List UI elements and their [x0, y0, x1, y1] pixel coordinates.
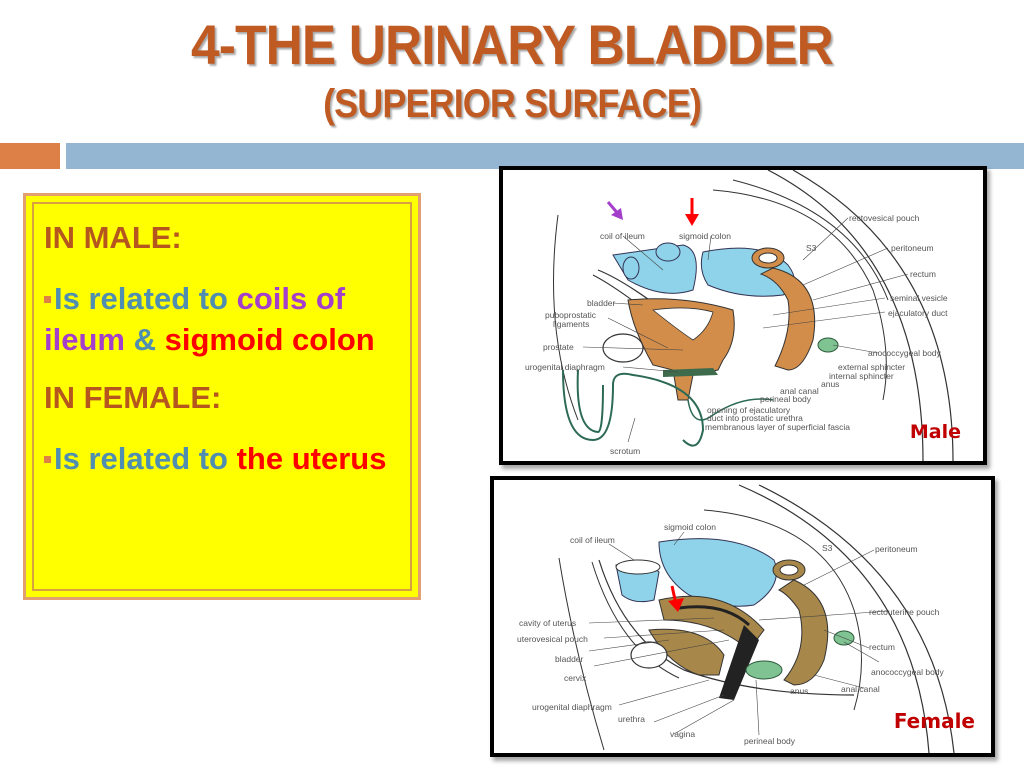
slide-title: 4-THE URINARY BLADDER	[191, 13, 834, 76]
male-point-text-1: Is related to	[54, 281, 237, 316]
label-anal-canal: anal canal	[780, 386, 819, 396]
male-heading: IN MALE:	[44, 220, 182, 255]
label-membranous-layer: membranous layer of superficial fascia	[705, 422, 850, 432]
label-bladder: bladder	[587, 298, 616, 308]
label-cervix: cervix	[564, 673, 587, 683]
label-prostatic-urethra: duct into prostatic urethra	[707, 413, 803, 423]
label-internal-sphincter: internal sphincter	[829, 371, 894, 381]
label-perineal-body: perineal body	[744, 736, 796, 746]
bullet-icon	[44, 456, 51, 463]
label-coil-of-ileum: coil of ileum	[600, 231, 645, 241]
label-sigmoid-colon: sigmoid colon	[664, 522, 716, 532]
label-peritoneum: peritoneum	[891, 243, 934, 253]
info-box: IN MALE: Is related to coils of ileum & …	[23, 193, 421, 600]
label-coil-of-ileum: coil of ileum	[570, 535, 615, 545]
label-ejaculatory-duct: ejaculatory duct	[888, 308, 948, 318]
uterus-arrow-icon	[668, 585, 684, 612]
label-s3: S3	[806, 243, 817, 253]
male-diagram: coil of ileum sigmoid colon rectovesical…	[499, 166, 987, 465]
sigmoid-arrow-icon	[685, 198, 699, 226]
label-anus: anus	[821, 379, 839, 389]
female-point-uterus: the uterus	[236, 441, 387, 476]
label-s3: S3	[822, 543, 833, 553]
male-point-text-2: &	[124, 322, 165, 357]
label-vagina: vagina	[670, 729, 695, 739]
label-rectovesical-pouch: rectovesical pouch	[849, 213, 920, 223]
label-sigmoid-colon: sigmoid colon	[679, 231, 731, 241]
female-diagram: sigmoid colon coil of ileum S3 peritoneu…	[490, 476, 995, 757]
accent-bar-blue	[66, 143, 1024, 169]
label-ligaments: ligaments	[553, 319, 589, 329]
male-caption: Male	[909, 421, 961, 443]
female-point: Is related to the uterus	[44, 438, 404, 479]
label-perineal-body: perineal body	[760, 394, 812, 404]
ileum-arrow-icon	[606, 201, 623, 220]
label-urogenital-diaphragm: urogenital diaphragm	[525, 362, 605, 372]
male-pelvis-illustration: coil of ileum sigmoid colon rectovesical…	[525, 170, 954, 461]
label-scrotum: scrotum	[610, 446, 640, 456]
bullet-icon	[44, 296, 51, 303]
slide-subtitle: (SUPERIOR SURFACE)	[323, 82, 702, 126]
label-urogenital-diaphragm: urogenital diaphragm	[532, 702, 612, 712]
male-point: Is related to coils of ileum & sigmoid c…	[44, 278, 404, 360]
label-anus: anus	[790, 686, 808, 696]
label-urethra: urethra	[618, 714, 645, 724]
label-external-sphincter: external sphincter	[838, 362, 905, 372]
label-anococcygeal-body: anococcygeal body	[871, 667, 945, 677]
label-puboprostatic: puboprostatic	[545, 310, 597, 320]
female-point-text-1: Is related to	[54, 441, 237, 476]
female-heading: IN FEMALE:	[44, 380, 222, 415]
label-rectum: rectum	[910, 269, 936, 279]
label-rectouterine-pouch: rectouterine pouch	[869, 607, 940, 617]
male-point-ileum: coils of ileum	[44, 281, 346, 357]
accent-bar-orange	[0, 143, 60, 169]
label-uterovesical-pouch: uterovesical pouch	[517, 634, 588, 644]
male-point-sigmoid: sigmoid colon	[164, 322, 375, 357]
label-peritoneum: peritoneum	[875, 544, 918, 554]
label-seminal-vesicle: seminal vesicle	[890, 293, 948, 303]
female-caption: Female	[893, 709, 975, 733]
label-cavity-of-uterus: cavity of uterus	[519, 618, 576, 628]
label-opening-ejaculatory-duct: opening of ejaculatory	[707, 405, 791, 415]
label-bladder: bladder	[555, 654, 584, 664]
label-anal-canal: anal canal	[841, 684, 880, 694]
label-rectum: rectum	[869, 642, 895, 652]
label-prostate: prostate	[543, 342, 574, 352]
female-pelvis-illustration: sigmoid colon coil of ileum S3 peritoneu…	[517, 484, 955, 753]
label-anococcygeal-body: anococcygeal body	[868, 348, 942, 358]
